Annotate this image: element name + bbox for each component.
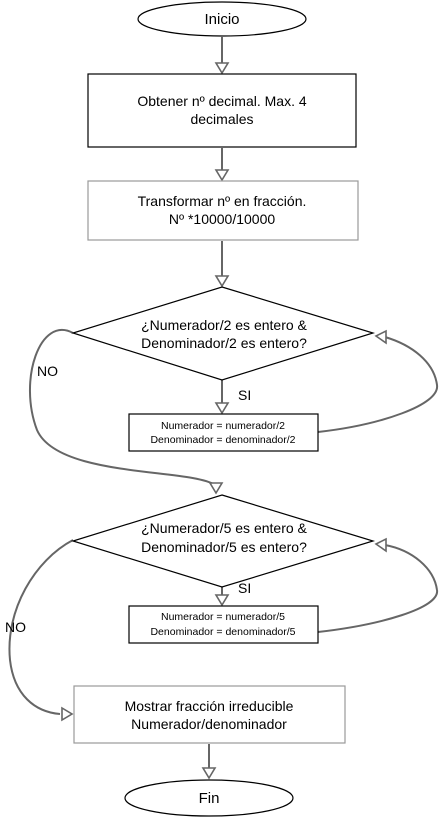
start-label: Inicio	[204, 11, 239, 28]
connector-divide5-loop	[317, 544, 439, 633]
divide2-line2: Denominador = denominador/2	[150, 434, 295, 446]
arrowhead-decision2	[214, 275, 230, 288]
arrowhead-show	[61, 706, 74, 722]
edge-label-no-1: NO	[37, 363, 58, 379]
decision5-line2: Denominador/5 es entero?	[141, 539, 307, 555]
decision2-line2: Denominador/2 es entero?	[141, 335, 307, 351]
connector-decision2-no	[29, 329, 216, 486]
decision2-line1: ¿Numerador/2 es entero &	[141, 317, 307, 333]
transform-line1: Transformar nº en fracción.	[138, 193, 307, 209]
transform-process-box	[87, 180, 359, 241]
connectors	[8, 37, 439, 770]
obtain-process-box	[87, 73, 357, 148]
arrowhead-end	[201, 767, 217, 780]
divide5-line1: Numerador = numerador/5	[161, 611, 285, 623]
start-terminal	[137, 1, 307, 37]
arrowhead-divide5	[214, 594, 230, 607]
arrowheads	[61, 62, 387, 780]
arrowhead-divide2	[214, 402, 230, 415]
divide5-line2: Denominador = denominador/5	[150, 626, 295, 638]
edge-label-yes-2: SI	[238, 580, 251, 596]
transform-line2: Nº *10000/10000	[169, 211, 276, 227]
arrowhead-obtain	[214, 62, 230, 75]
end-terminal	[124, 779, 294, 817]
decision5-diamond	[70, 494, 376, 588]
divide2-process-box	[128, 413, 319, 452]
arrowhead-loop5	[374, 537, 387, 553]
divide5-process-box	[128, 605, 319, 644]
arrowhead-decision5	[208, 482, 224, 495]
connector-divide2-loop	[317, 336, 439, 433]
edge-label-yes-1: SI	[238, 387, 251, 403]
show-process-box	[73, 685, 346, 744]
connector-decision5-no	[8, 539, 74, 715]
divide2-line1: Numerador = numerador/2	[161, 420, 285, 432]
edge-label-no-2: NO	[5, 619, 26, 635]
arrowhead-transform	[214, 169, 230, 182]
arrowhead-loop2	[374, 329, 387, 345]
decision2-diamond	[70, 286, 376, 381]
show-line2: Numerador/denominador	[131, 716, 287, 732]
decision5-line1: ¿Numerador/5 es entero &	[141, 520, 307, 536]
end-label: Fin	[199, 790, 220, 807]
obtain-line2: decimales	[190, 111, 253, 127]
obtain-line1: Obtener nº decimal. Max. 4	[137, 93, 307, 109]
show-line1: Mostrar fracción irreducible	[125, 698, 294, 714]
